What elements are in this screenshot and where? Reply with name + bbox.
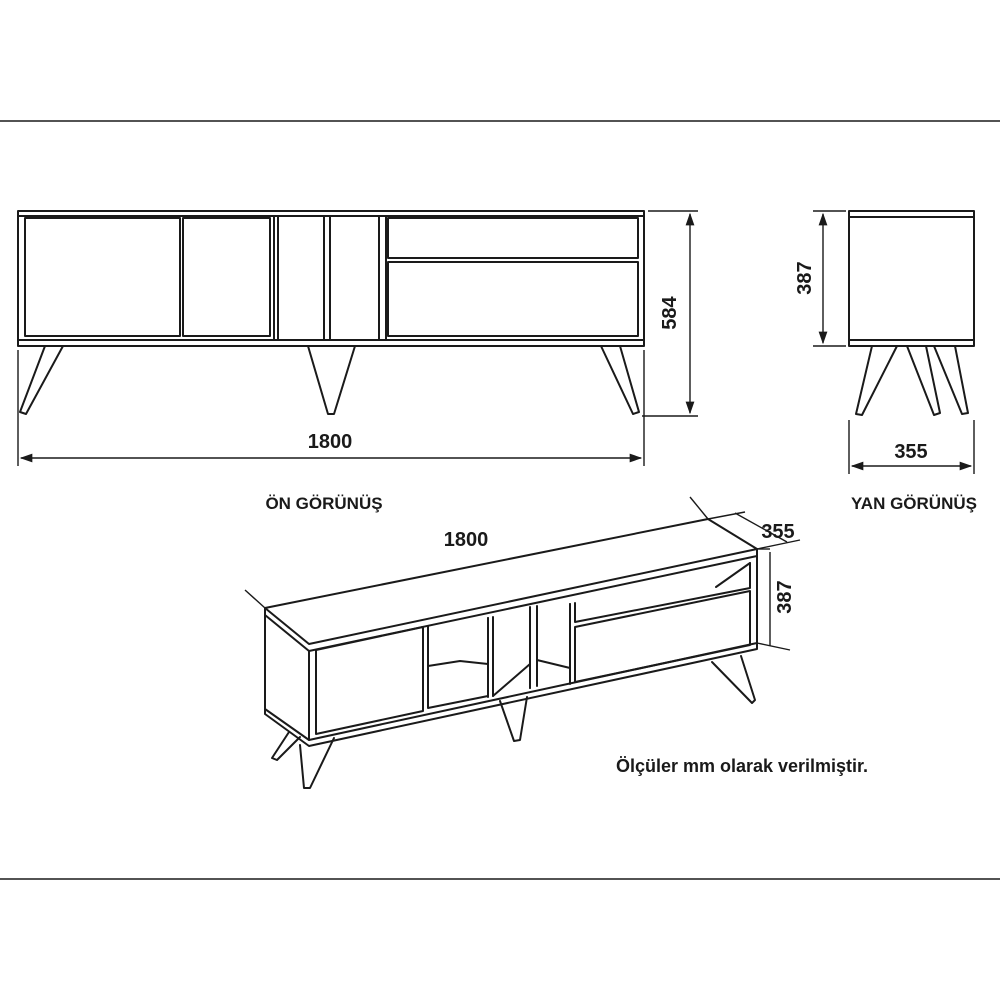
iso-open-compartment-1-lower [427, 665, 489, 709]
iso-open-compartment-2 [492, 663, 531, 697]
iso-leg-left-2 [299, 737, 335, 789]
iso-plinth [264, 642, 758, 747]
iso-open-compartment-1 [427, 617, 489, 667]
front-left-door [24, 217, 181, 337]
front-upper-shelf [387, 217, 639, 259]
side-plinth [848, 339, 975, 347]
side-depth-label: 355 [894, 441, 927, 463]
front-leg-right [600, 345, 640, 415]
iso-leg-left-1 [271, 731, 301, 761]
iso-top-face [264, 518, 758, 645]
isometric-view: 1800 355 387 [244, 496, 801, 789]
iso-width-ext-left [244, 589, 266, 609]
iso-width-label: 1800 [444, 529, 489, 551]
iso-depth-ext-b [756, 539, 801, 550]
iso-upper-shelf [574, 562, 751, 623]
front-view-caption: ÖN GÖRÜNÜŞ [265, 494, 382, 513]
iso-leg-middle [499, 696, 528, 742]
front-width-label: 1800 [308, 431, 353, 453]
front-leg-left [19, 345, 64, 415]
front-drawer [387, 261, 639, 337]
iso-depth-dim-line [734, 512, 788, 543]
front-view: 584 1800 ÖN GÖRÜNÜŞ [17, 210, 698, 513]
side-leg-1 [855, 345, 898, 416]
side-height-label: 387 [794, 261, 816, 294]
iso-depth-ext-a [707, 511, 746, 520]
iso-front-face [308, 555, 758, 741]
iso-depth-label: 355 [761, 521, 794, 543]
side-leg-2 [906, 345, 941, 416]
iso-left-door [315, 626, 424, 735]
front-leg-middle [307, 345, 356, 415]
front-height-label: 584 [659, 295, 681, 329]
iso-height-ext-bottom [756, 642, 791, 651]
iso-height-label: 387 [774, 580, 796, 613]
iso-width-ext-right [689, 496, 709, 520]
iso-shelf-back-line [715, 562, 751, 588]
iso-drawer [574, 590, 751, 683]
side-view: 387 355 YAN GÖRÜNÜŞ [794, 210, 977, 513]
side-view-caption: YAN GÖRÜNÜŞ [851, 494, 977, 513]
side-leg-3 [933, 345, 969, 415]
iso-open-compartment-3 [536, 603, 571, 669]
iso-leg-right [711, 655, 756, 704]
front-plinth [17, 339, 645, 347]
units-note: Ölçüler mm olarak verilmiştir. [616, 756, 868, 776]
side-cabinet-body [848, 216, 975, 341]
front-open-compartment [182, 217, 271, 337]
